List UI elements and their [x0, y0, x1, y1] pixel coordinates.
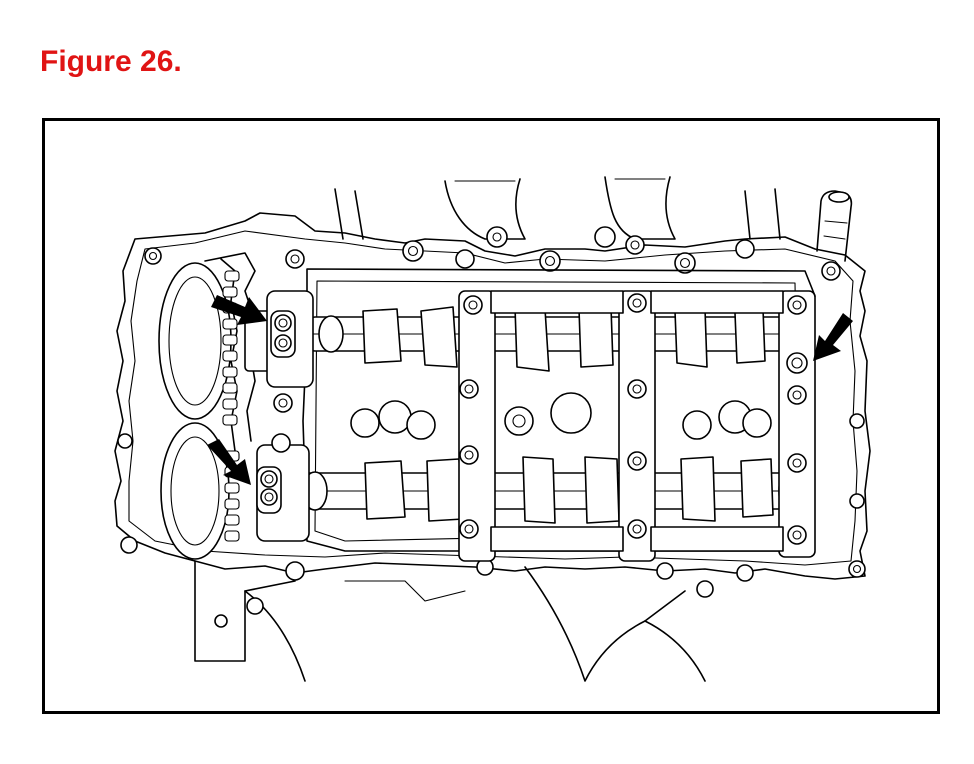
figure-title: Figure 26. [40, 45, 182, 78]
intake-ports [334, 176, 781, 240]
lower-camshaft [294, 456, 792, 524]
valve-lifters [350, 392, 772, 440]
timing-sprockets [158, 252, 272, 560]
arrow-upper-left-icon [211, 295, 267, 325]
bearing-cap-bolts [271, 293, 807, 545]
callout-arrows [207, 295, 853, 485]
timing-chain [222, 270, 240, 542]
arrow-lower-left-icon [207, 439, 251, 485]
water-outlet [816, 190, 853, 262]
perimeter-bolt-bosses [117, 226, 866, 582]
lower-block-outline [194, 560, 714, 682]
arrow-right-icon [813, 313, 853, 361]
figure-frame [42, 118, 940, 714]
target-bolts [256, 310, 808, 514]
engine-head-illustration [114, 176, 871, 682]
upper-camshaft [308, 306, 796, 372]
